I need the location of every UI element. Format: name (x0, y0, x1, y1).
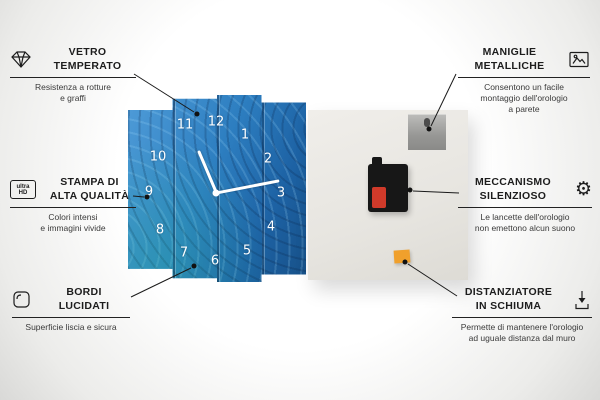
clock-mechanism (368, 157, 408, 212)
callout-subtitle: Resistenza a rotture e graffi (34, 82, 112, 104)
clock-number: 5 (242, 243, 252, 259)
callout-metal-handles: MANIGLIE METALLICHE Consentono un facile… (458, 46, 590, 115)
ultra-hd-icon: ultra HD (10, 180, 36, 200)
gear-icon: ⚙ (574, 178, 592, 201)
panel-seam (217, 95, 219, 282)
callout-subtitle: Colori intensi e immagini vivide (40, 212, 106, 234)
clock-center-cap (212, 189, 220, 197)
callout-title: BORDI LUCIDATI (58, 286, 110, 312)
metal-hanging-plate (408, 114, 446, 150)
clock-number: 8 (155, 222, 165, 238)
clock-number: 10 (149, 149, 167, 165)
callout-print-quality: ultra HD STAMPA DI ALTA QUALITÀ Colori i… (10, 176, 136, 234)
hanging-hole (424, 118, 430, 127)
callout-title: MECCANISMO SILENZIOSO (475, 176, 551, 202)
callout-title: VETRO TEMPERATO (53, 46, 122, 72)
callout-silent-mechanism: MECCANISMO SILENZIOSO ⚙ Le lancette dell… (458, 176, 592, 234)
hour-hand (196, 150, 218, 194)
foam-spacer (393, 249, 411, 264)
callout-subtitle: Permette di mantenere l'orologio ad ugua… (460, 322, 584, 344)
callout-subtitle: Consentono un facile montaggio dell'orol… (480, 82, 568, 115)
callout-subtitle: Superficie liscia e sicura (25, 322, 117, 333)
minute-hand (215, 179, 280, 195)
panel-seam (172, 95, 175, 282)
clock-face: 11 12 1 2 3 4 5 6 7 8 9 10 (128, 95, 306, 282)
clock-number: 3 (276, 185, 286, 201)
clock-number: 7 (179, 245, 189, 261)
clock-number: 2 (263, 151, 273, 167)
picture-frame-icon (568, 50, 590, 69)
callout-polished-edges: BORDI LUCIDATI Superficie liscia e sicur… (12, 286, 130, 333)
mechanism-hook (372, 157, 382, 165)
clock-number: 12 (207, 114, 225, 130)
callout-title: DISTANZIATORE IN SCHIUMA (464, 286, 553, 312)
clock-number: 4 (266, 219, 276, 235)
battery (372, 187, 386, 208)
callout-tempered-glass: VETRO TEMPERATO Resistenza a rotture e g… (10, 46, 136, 104)
callout-subtitle: Le lancette dell'orologio non emettono a… (474, 212, 576, 234)
clock-number: 1 (240, 127, 250, 143)
callout-title: MANIGLIE METALLICHE (474, 46, 545, 72)
callout-foam-spacer: DISTANZIATORE IN SCHIUMA Permette di man… (452, 286, 592, 344)
diamond-icon (10, 50, 32, 69)
callout-title: STAMPA DI ALTA QUALITÀ (49, 176, 130, 202)
clock-back (308, 110, 468, 280)
rounded-edge-icon (12, 290, 31, 309)
clock-number: 11 (176, 117, 194, 133)
panel-seam (261, 95, 264, 282)
clock-number: 9 (144, 184, 154, 200)
clock-number: 6 (210, 253, 220, 269)
spacer-arrow-icon (572, 289, 592, 311)
